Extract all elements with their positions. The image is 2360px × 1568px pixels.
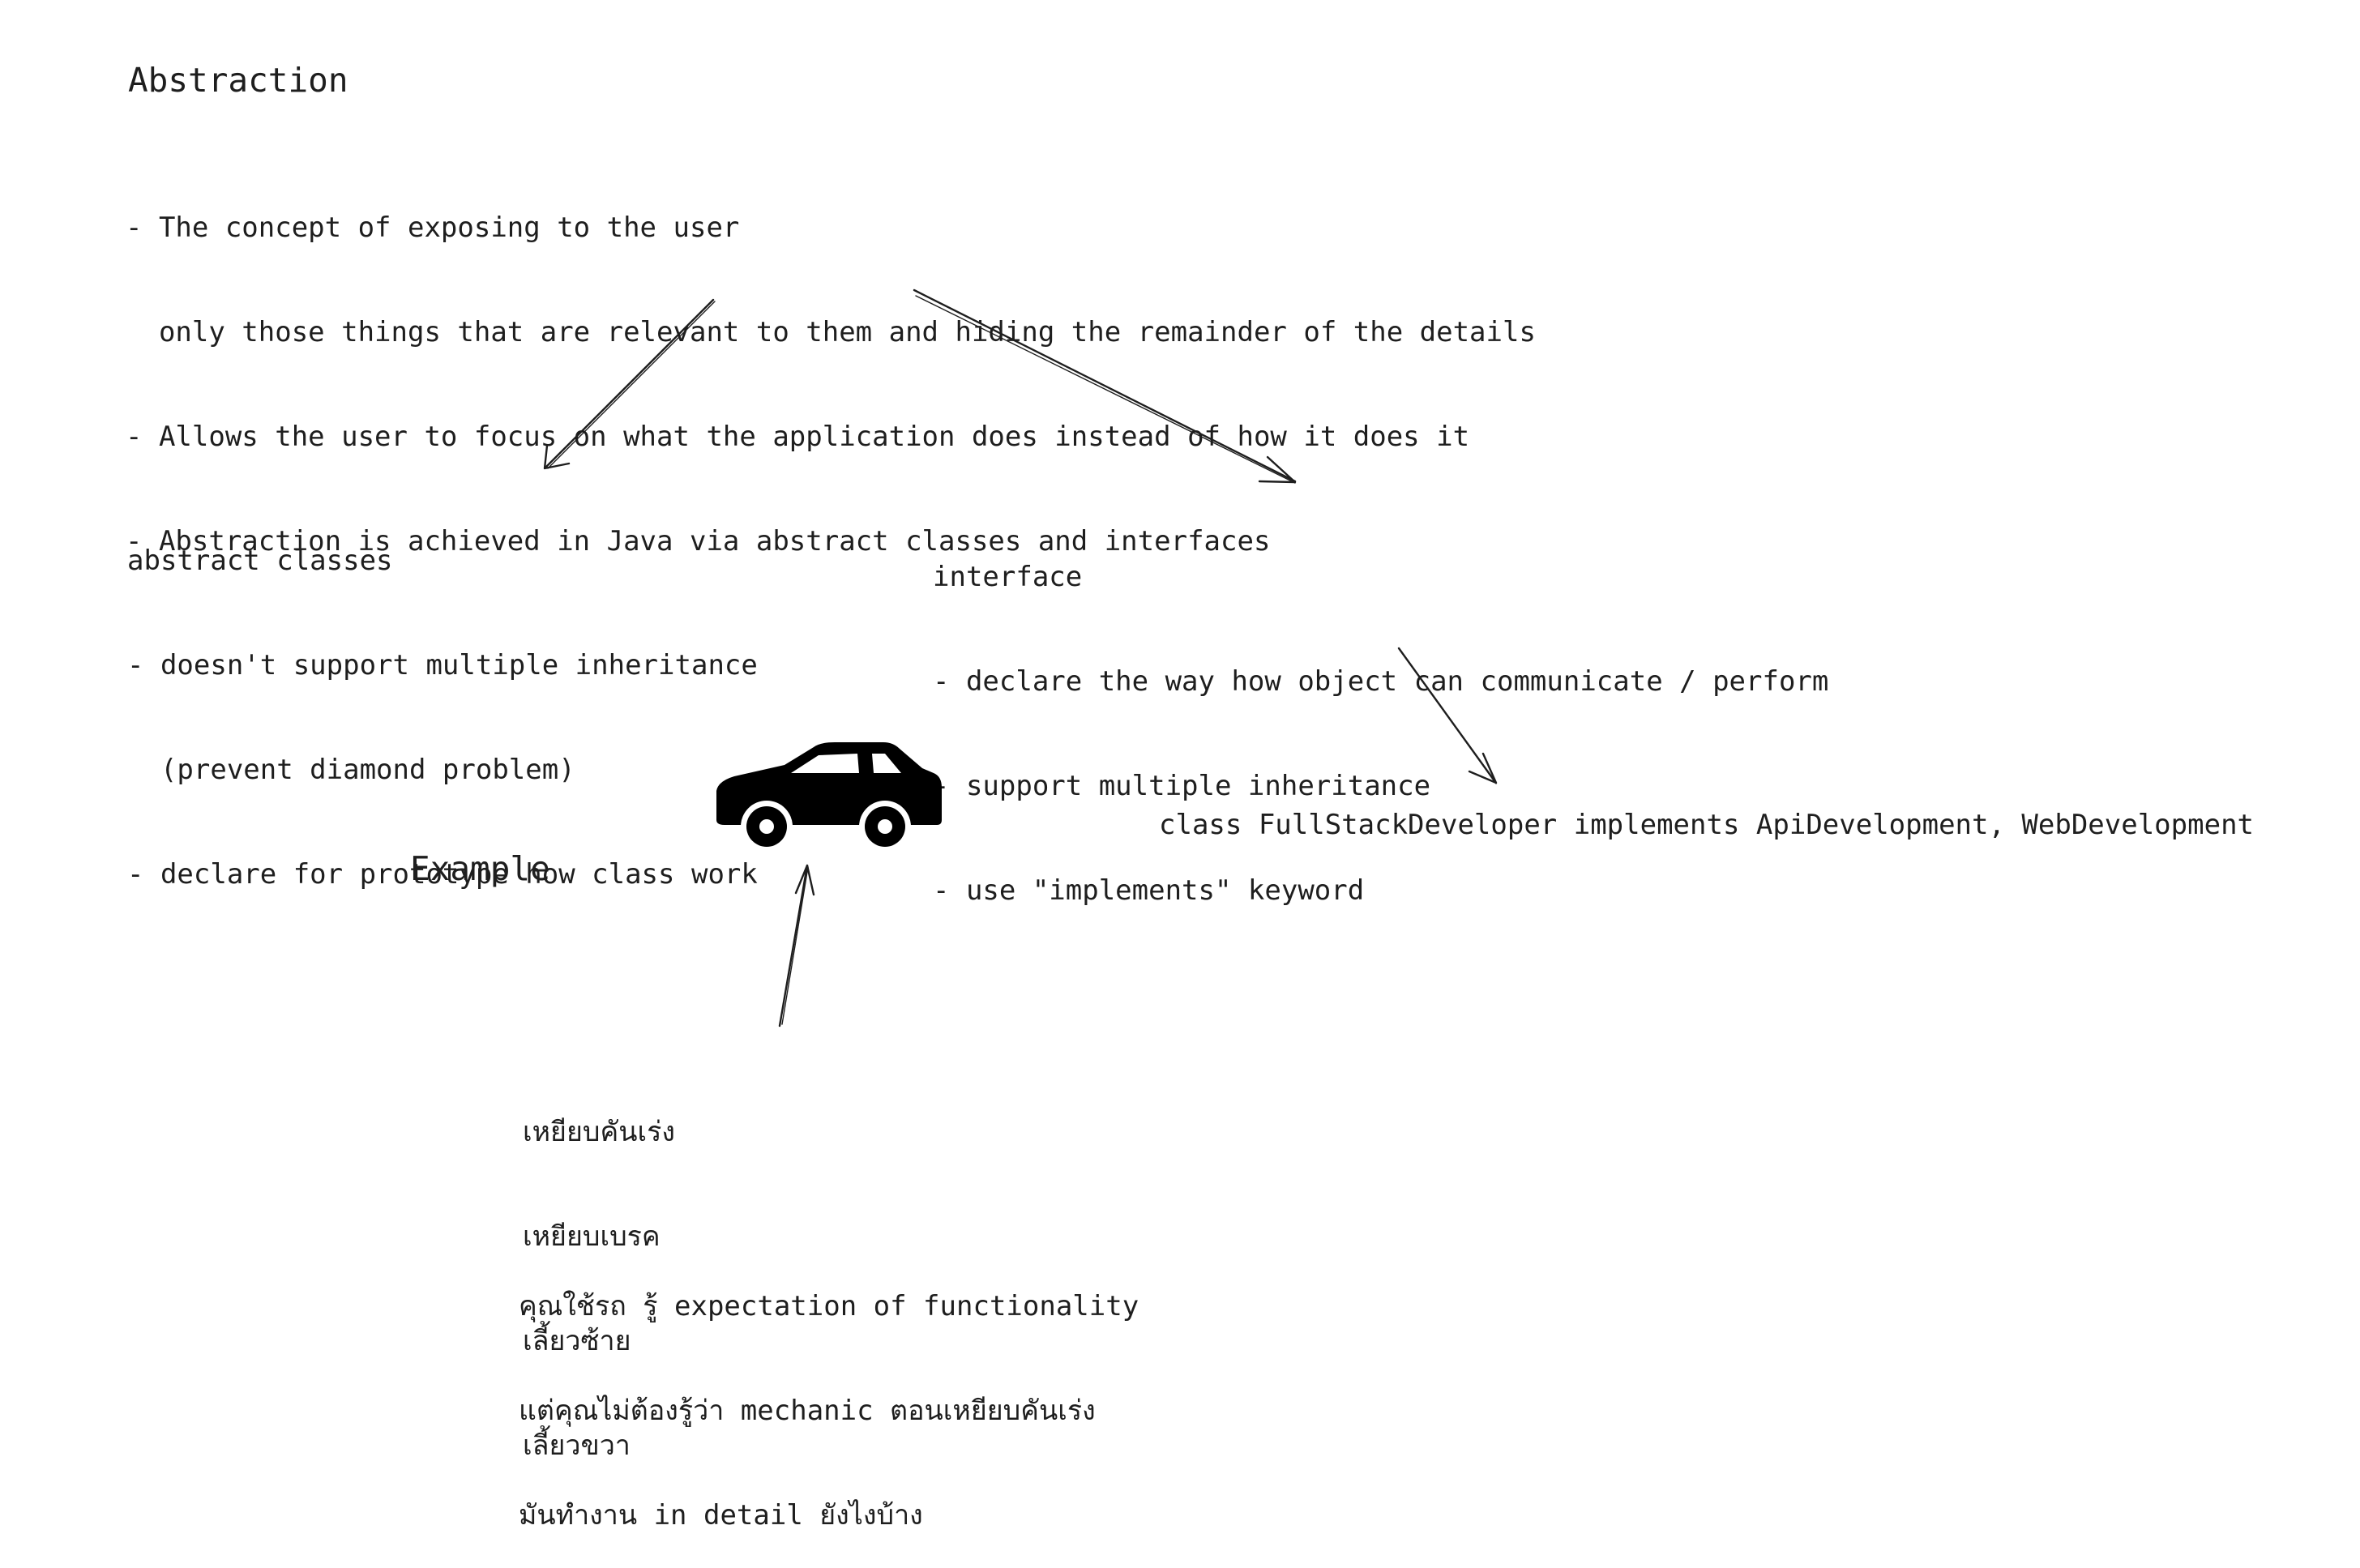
abstract-classes-title: abstract classes (127, 545, 393, 577)
abstract-classes-line: - doesn't support multiple inheritance (127, 649, 758, 681)
interface-note: interface - declare the way how object c… (933, 490, 1828, 943)
abstraction-point: only those things that are relevant to t… (126, 316, 1536, 348)
car-explanation-line: แต่คุณไม่ต้องรู้ว่า mechanic ตอนเหยียบคั… (519, 1395, 1096, 1427)
abstract-classes-note: abstract classes - doesn't support multi… (127, 474, 758, 927)
example-label: Example (410, 849, 550, 888)
arrow-to-car (778, 864, 815, 1028)
car-explanation-line: คุณใช้รถ รู้ expectation of functionalit… (519, 1290, 1139, 1322)
interface-title: interface (933, 561, 1083, 593)
interface-line: - support multiple inheritance (933, 770, 1431, 802)
abstraction-point: - Abstraction is achieved in Java via ab… (126, 525, 1271, 558)
car-explanation-line: มันทำงาน in detail ยังไงบ้าง (519, 1499, 923, 1532)
abstraction-point: - Allows the user to focus on what the a… (126, 421, 1470, 453)
car-explanation: คุณใช้รถ รู้ expectation of functionalit… (519, 1220, 1139, 1568)
abstract-classes-line: - declare for prototype how class work (127, 858, 758, 891)
page-title: Abstraction (128, 61, 348, 100)
interface-example-code: class FullStackDeveloper implements ApiD… (1159, 809, 2255, 841)
car-action: เหยียบคันเร่ง (523, 1116, 675, 1148)
car-action: เลี้ยวซ้าย (523, 1325, 631, 1357)
abstraction-point: - The concept of exposing to the user (126, 211, 740, 244)
interface-line: - declare the way how object can communi… (933, 665, 1829, 698)
car-icon (716, 742, 942, 852)
abstract-classes-line: (prevent diamond problem) (127, 754, 575, 786)
interface-line: - use "implements" keyword (933, 874, 1365, 907)
car-action: เหยียบเบรค (523, 1220, 661, 1253)
